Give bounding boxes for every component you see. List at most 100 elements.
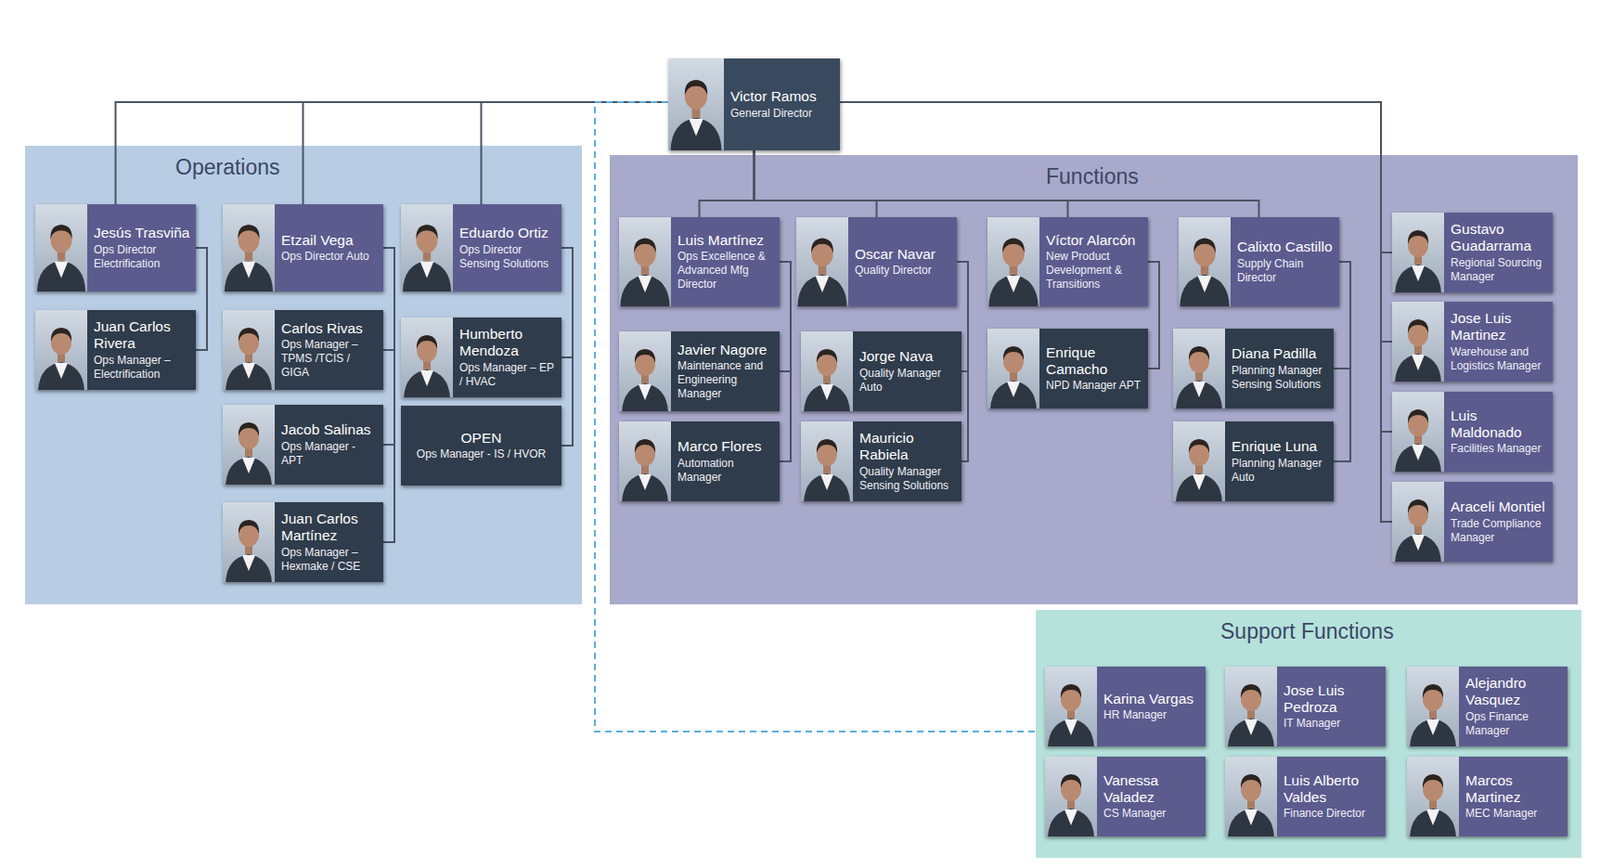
person-photo xyxy=(1392,481,1445,562)
person-name: Luis Maldonado xyxy=(1450,407,1549,441)
manager-box: Carlos RivasOps Manager – TPMS /TCIS / G… xyxy=(222,309,384,390)
text-column: Eduardo OrtizOps Director Sensing Soluti… xyxy=(452,219,562,276)
person-photo xyxy=(1406,666,1459,747)
photo-figure xyxy=(222,204,275,292)
text-column: Enrique CamachoNPD Manager APT xyxy=(1039,339,1149,399)
person-name: Marcos Martinez xyxy=(1465,772,1563,806)
dashed-connector xyxy=(594,102,1036,732)
person-name: Karina Vargas xyxy=(1103,690,1201,708)
person-name: Luis Martínez xyxy=(677,232,775,249)
text-column: Marcos MartinezMEC Manager xyxy=(1458,767,1568,826)
job-title: Ops Manager – Electrification xyxy=(93,353,192,382)
open-position-box: OPENOps Manager - IS / HVOR xyxy=(400,405,562,486)
person-photo xyxy=(1173,421,1226,502)
person-photo xyxy=(1225,666,1278,747)
photo-figure xyxy=(35,309,88,390)
photo-figure xyxy=(619,421,671,502)
person-photo xyxy=(987,217,1040,307)
job-title: Automation Manager xyxy=(677,456,775,485)
job-title: Facilities Manager xyxy=(1450,441,1549,456)
person-photo xyxy=(222,404,275,485)
reporting-line xyxy=(839,102,1393,342)
photo-figure xyxy=(987,217,1040,307)
reporting-line xyxy=(481,102,670,205)
text-column: OPENOps Manager - IS / HVOR xyxy=(400,425,562,467)
person-name: Enrique Luna xyxy=(1231,438,1330,455)
text-column: Gustavo GuadarramaRegional Sourcing Mana… xyxy=(1444,216,1553,289)
photo-figure xyxy=(400,317,453,398)
text-column: Luis Alberto ValdesFinance Director xyxy=(1277,767,1386,826)
job-title: New Product Development & Transitions xyxy=(1045,249,1144,292)
manager-box: Marco FloresAutomation Manager xyxy=(619,421,780,502)
job-title: Ops Finance Manager xyxy=(1465,709,1563,738)
photo-figure xyxy=(1392,301,1445,382)
director-box: Eduardo OrtizOps Director Sensing Soluti… xyxy=(400,204,562,292)
photo-figure xyxy=(796,217,849,307)
manager-box: Enrique LunaPlanning Manager Auto xyxy=(1173,421,1334,502)
person-name: Juan Carlos Martínez xyxy=(281,510,379,544)
job-title: MEC Manager xyxy=(1465,806,1563,821)
manager-box: Diana PadillaPlanning Manager Sensing So… xyxy=(1173,328,1334,409)
photo-figure xyxy=(35,204,88,292)
person-name: Jorge Nava xyxy=(859,348,957,365)
text-column: Vanessa ValadezCS Manager xyxy=(1096,767,1206,826)
manager-box: Gustavo GuadarramaRegional Sourcing Mana… xyxy=(1392,212,1553,293)
region-heading: Support Functions xyxy=(1220,619,1394,646)
text-column: Jesús TrasviñaOps Director Electrificati… xyxy=(87,219,196,276)
job-title: Finance Director xyxy=(1283,806,1381,821)
manager-box: Jose Luis MartinezWarehouse and Logistic… xyxy=(1392,301,1553,382)
reporting-line xyxy=(303,102,670,205)
person-photo xyxy=(800,421,853,502)
person-name: Jose Luis Pedroza xyxy=(1283,682,1381,716)
job-title: Ops Manager – EP / HVAC xyxy=(459,361,557,389)
person-name: Jesús Trasviña xyxy=(93,224,192,242)
person-photo xyxy=(400,204,453,292)
person-photo xyxy=(619,421,671,502)
reporting-line xyxy=(116,102,670,205)
text-column: Mauricio RabielaQuality Manager Sensing … xyxy=(852,425,962,498)
person-name: Jacob Salinas xyxy=(281,421,379,439)
director-box: Calixto CastilloSupply Chain Director xyxy=(1178,217,1340,307)
support-box: Alejandro VasquezOps Finance Manager xyxy=(1406,666,1568,747)
region-band: OperationsJesús TrasviñaOps Director Ele… xyxy=(25,145,582,605)
support-box: Luis Alberto ValdesFinance Director xyxy=(1225,756,1386,837)
reporting-line xyxy=(561,247,573,358)
person-photo xyxy=(222,502,275,582)
text-column: Víctor AlarcónNew Product Development & … xyxy=(1039,227,1149,297)
person-name: Diana Padilla xyxy=(1231,345,1330,362)
manager-box: Enrique CamachoNPD Manager APT xyxy=(987,328,1149,409)
region-heading: Operations xyxy=(175,154,281,181)
text-column: Jose Luis MartinezWarehouse and Logistic… xyxy=(1444,305,1553,378)
reporting-line xyxy=(383,247,395,350)
text-column: Etzail VegaOps Director Auto xyxy=(274,227,384,270)
manager-box: Mauricio RabielaQuality Manager Sensing … xyxy=(800,421,962,502)
reporting-line xyxy=(956,261,968,462)
person-photo xyxy=(1225,756,1278,837)
text-column: Alejandro VasquezOps Finance Manager xyxy=(1458,670,1568,743)
person-name: Mauricio Rabiela xyxy=(859,429,957,464)
job-title: Ops Manager - IS / HVOR xyxy=(405,447,557,462)
reporting-line xyxy=(383,247,395,542)
photo-figure xyxy=(619,217,671,307)
job-title: Quality Manager Sensing Solutions xyxy=(859,464,957,493)
text-column: Jose Luis PedrozaIT Manager xyxy=(1277,677,1386,736)
photo-figure xyxy=(1045,666,1097,747)
job-title: NPD Manager APT xyxy=(1045,378,1144,393)
person-name: Etzail Vega xyxy=(281,232,379,249)
person-name: Marco Flores xyxy=(677,438,775,455)
reporting-line xyxy=(754,150,1069,218)
photo-figure xyxy=(1173,328,1226,409)
job-title: Ops Excellence & Advanced Mfg Director xyxy=(677,249,775,292)
job-title: HR Manager xyxy=(1103,708,1201,723)
manager-box: Jorge NavaQuality Manager Auto xyxy=(800,331,962,412)
director-box: Oscar NavarQuality Director xyxy=(796,217,957,307)
text-column: Oscar NavarQuality Director xyxy=(848,241,957,284)
person-photo xyxy=(222,309,275,390)
reporting-line xyxy=(1333,261,1351,462)
director-box: Víctor AlarcónNew Product Development & … xyxy=(987,217,1149,307)
person-name: Enrique Camacho xyxy=(1045,344,1144,378)
person-photo xyxy=(1173,328,1226,409)
person-photo xyxy=(222,204,275,292)
text-column: Luis MaldonadoFacilities Manager xyxy=(1444,402,1553,462)
